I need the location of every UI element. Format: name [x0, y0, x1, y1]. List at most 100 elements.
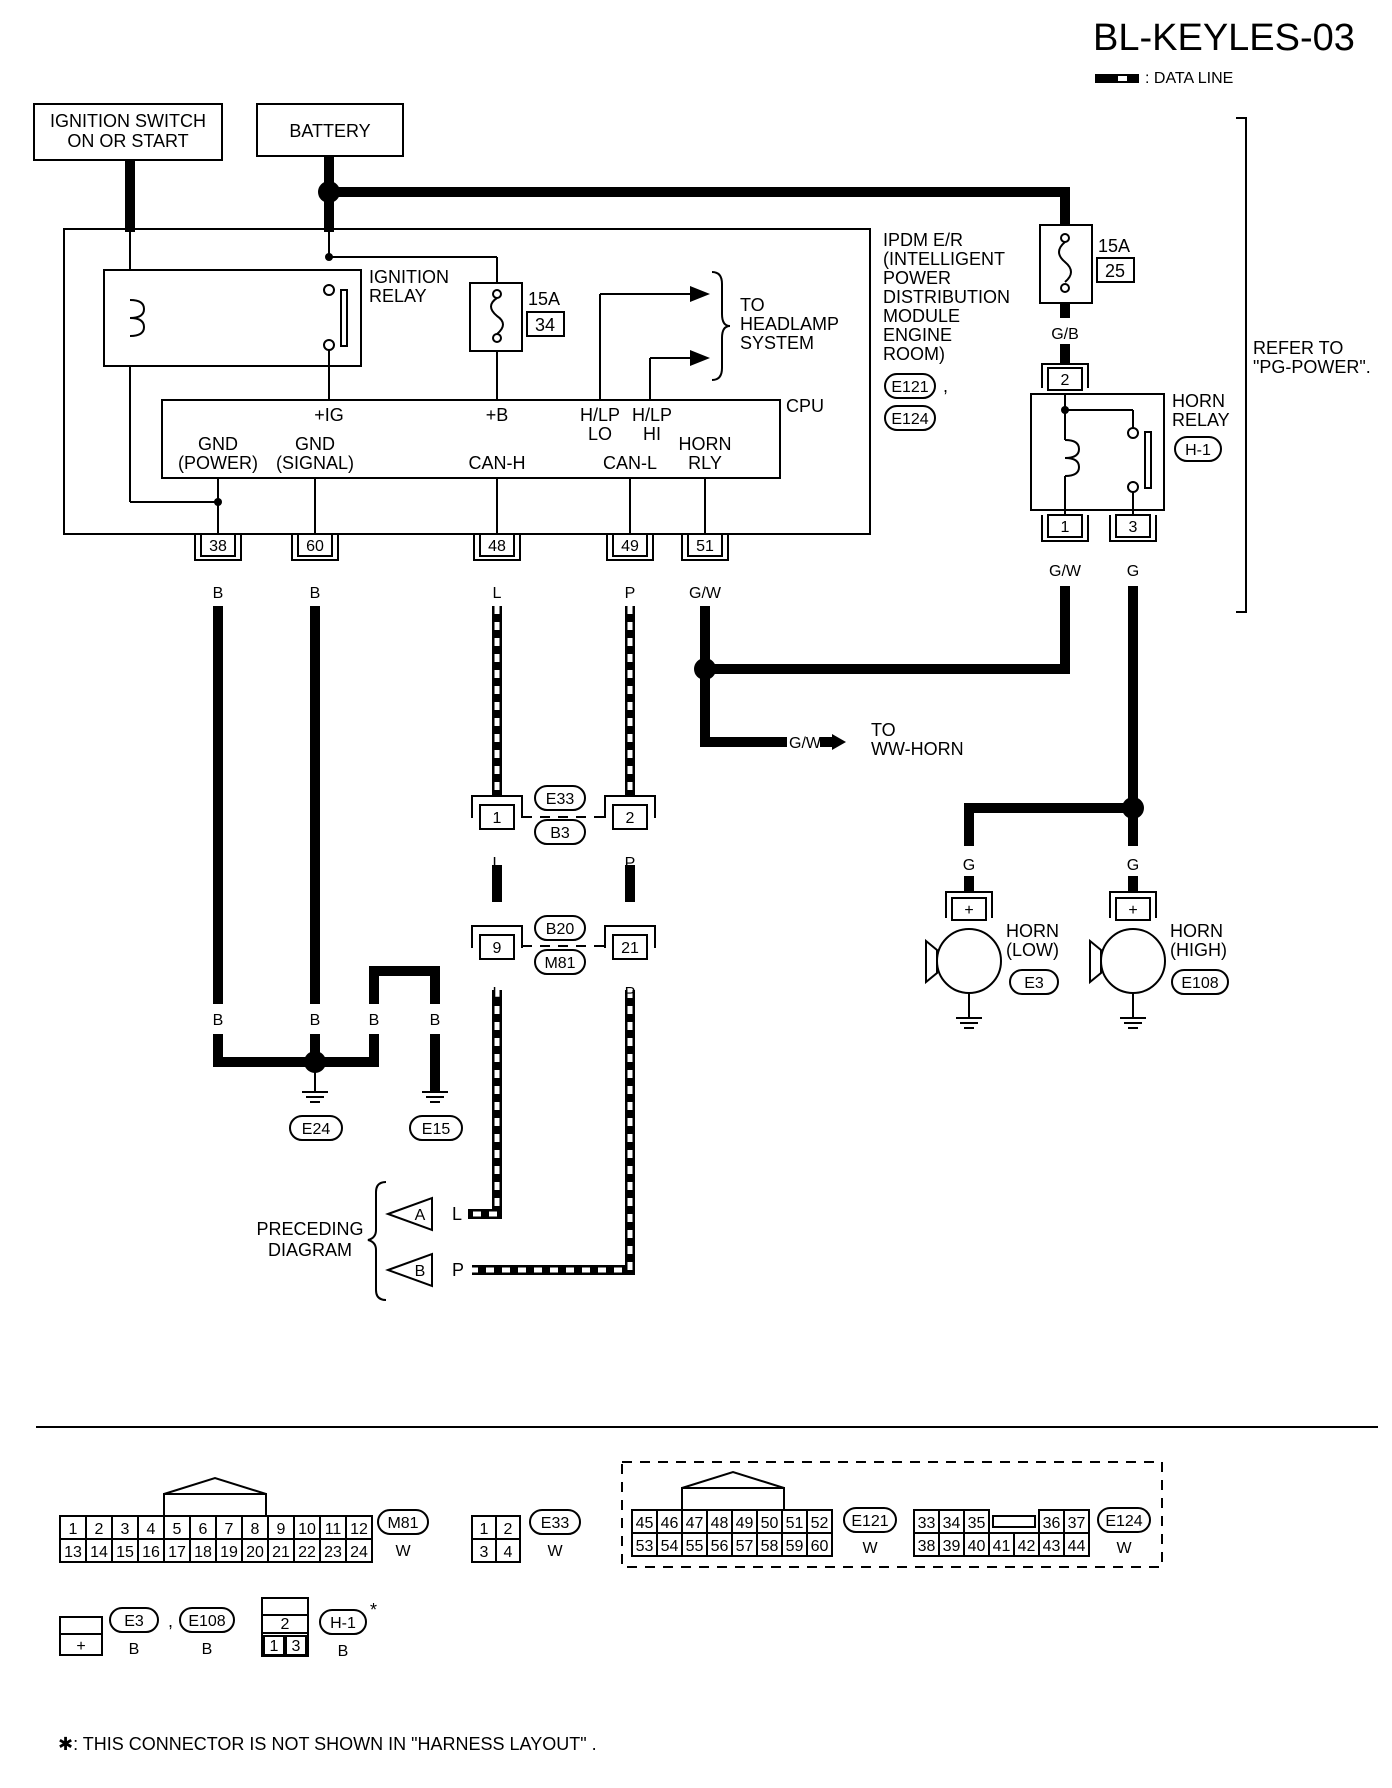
- connector-pin-cell: 46: [656, 1509, 683, 1534]
- connector-pin-cell: 24: [345, 1538, 373, 1563]
- connector-color-e108: B: [202, 1641, 213, 1658]
- svg-text:+: +: [1128, 902, 1137, 919]
- connector-tag-e3: E3: [1009, 969, 1059, 995]
- preceding-brace: [367, 1181, 387, 1301]
- connector-pin-cell: 36: [1038, 1509, 1065, 1534]
- ignition-switch-label-2: ON OR START: [67, 131, 188, 151]
- ignition-relay-label-2: RELAY: [369, 286, 427, 306]
- svg-text:52: 52: [811, 1515, 829, 1532]
- horn-speaker-icon: [936, 928, 1002, 994]
- connector-pin-cell: 5: [163, 1515, 191, 1540]
- preceding-b-wire: P: [452, 1260, 464, 1280]
- connector-color-e33: W: [547, 1543, 563, 1560]
- svg-text:IPDM E/R: IPDM E/R: [883, 230, 963, 250]
- connector-pin-cell: 43: [1038, 1532, 1065, 1557]
- connector-pin-cell: 12: [345, 1515, 373, 1540]
- svg-text:57: 57: [736, 1538, 754, 1555]
- connector-color-m81: W: [395, 1543, 411, 1560]
- svg-text:E121: E121: [891, 379, 928, 396]
- svg-text:11: 11: [325, 1521, 342, 1538]
- fuse-25-number: 25: [1105, 261, 1125, 281]
- connector-pin-cell: 41: [988, 1532, 1015, 1557]
- svg-text:3: 3: [1129, 519, 1138, 536]
- fuse-34-rating: 15A: [528, 289, 560, 309]
- connector-pin-cell: 38: [913, 1532, 940, 1557]
- connector-tag-e121-view: E121: [843, 1507, 897, 1533]
- horn-low: +: [925, 891, 1002, 1029]
- ground-icon: [302, 1091, 328, 1103]
- headlamp-label-3: SYSTEM: [740, 333, 814, 353]
- connector-pin-cell: 37: [1063, 1509, 1090, 1534]
- battery-label: BATTERY: [289, 121, 370, 141]
- joint-connector-1-pin: 1: [471, 795, 523, 830]
- connector-color-e121: W: [862, 1540, 878, 1557]
- horn-low-wire-color: G: [963, 857, 975, 874]
- svg-text:51: 51: [786, 1515, 804, 1532]
- not-shown-star: *: [370, 1600, 377, 1620]
- ground-wire-color-3: B: [369, 1012, 380, 1029]
- connector-pin-cell: 3: [111, 1515, 139, 1540]
- svg-text:1: 1: [69, 1521, 78, 1538]
- connector-color-e3: B: [129, 1641, 140, 1658]
- preceding-diagram-label-1: PRECEDING: [256, 1219, 363, 1239]
- connector-pin-cell: 45: [631, 1509, 658, 1534]
- connector-pin-cell: 16: [137, 1538, 165, 1563]
- horn-relay-label-1: HORN: [1172, 391, 1225, 411]
- ground-wire-color-1: B: [213, 1012, 224, 1029]
- svg-text:49: 49: [736, 1515, 754, 1532]
- ground-wire-color-4: B: [430, 1012, 441, 1029]
- connector-pin-cell: 22: [293, 1538, 321, 1563]
- svg-text:1: 1: [480, 1521, 489, 1538]
- preceding-diagram-label-2: DIAGRAM: [268, 1240, 352, 1260]
- svg-text:56: 56: [711, 1538, 729, 1555]
- connector-pin-cell: 54: [656, 1532, 683, 1557]
- svg-text:34: 34: [943, 1515, 961, 1532]
- cpu-pin-hlp-hi-2: HI: [643, 424, 661, 444]
- connector-tag-m81: M81: [534, 949, 586, 975]
- refer-bracket: [1236, 117, 1247, 613]
- cpu-pin-can-l: CAN-L: [603, 453, 657, 473]
- svg-text:4: 4: [147, 1521, 156, 1538]
- svg-text:38: 38: [918, 1538, 936, 1555]
- connector-pin-cell: 53: [631, 1532, 658, 1557]
- connector-pin-cell: 8: [241, 1515, 269, 1540]
- ignition-relay-coil-icon: [129, 299, 146, 337]
- horn-relay-pin-2: 2: [1041, 363, 1089, 391]
- ground-point-e24: E24: [289, 1115, 343, 1141]
- connector-pin-cell: 52: [806, 1509, 833, 1534]
- svg-text:8: 8: [251, 1521, 260, 1538]
- preceding-a-wire: L: [452, 1204, 462, 1224]
- svg-text:39: 39: [943, 1538, 961, 1555]
- connector-pin-cell: 39: [938, 1532, 965, 1557]
- svg-text:M81: M81: [544, 955, 575, 972]
- connector-color-e124: W: [1116, 1540, 1132, 1557]
- svg-text:2: 2: [504, 1521, 513, 1538]
- svg-text:21: 21: [272, 1544, 290, 1561]
- svg-text:35: 35: [968, 1515, 986, 1532]
- fuse-25-wire-color: G/B: [1051, 326, 1079, 343]
- joint1-wire-p: P: [625, 855, 636, 872]
- svg-text:DISTRIBUTION: DISTRIBUTION: [883, 287, 1010, 307]
- svg-text:38: 38: [209, 538, 227, 555]
- connector-comma: ,: [168, 1611, 173, 1631]
- connector-pin-cell: 18: [189, 1538, 217, 1563]
- connector-pin-cell: 40: [963, 1532, 990, 1557]
- svg-text:ENGINE: ENGINE: [883, 325, 952, 345]
- horn-relay-pin-3: 3: [1109, 514, 1157, 542]
- cpu-pin-gnd-power-2: (POWER): [178, 453, 258, 473]
- fuse-34-number: 34: [535, 315, 555, 335]
- wire-color-60: B: [310, 585, 321, 602]
- connector-pin-cell: 13: [59, 1538, 87, 1563]
- svg-text:3: 3: [480, 1544, 489, 1561]
- connector-pin-cell: 51: [781, 1509, 808, 1534]
- svg-text:5: 5: [173, 1521, 182, 1538]
- svg-text:(INTELLIGENT: (INTELLIGENT: [883, 249, 1005, 269]
- connector-pin-cell: 44: [1063, 1532, 1090, 1557]
- svg-text:46: 46: [661, 1515, 679, 1532]
- svg-text:45: 45: [636, 1515, 654, 1532]
- connector-pin-cell: 59: [781, 1532, 808, 1557]
- can-h-data-line: [468, 606, 502, 1219]
- ww-horn-label-2: WW-HORN: [871, 739, 964, 759]
